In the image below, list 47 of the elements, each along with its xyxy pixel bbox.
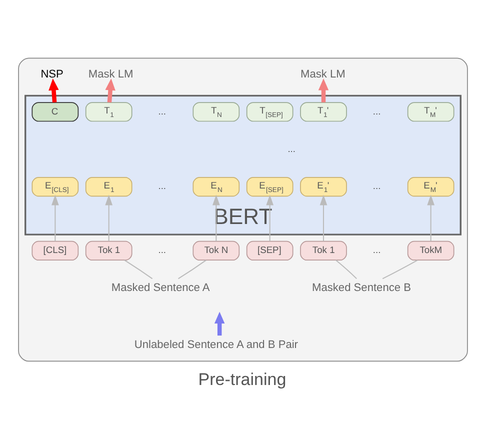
label: ... xyxy=(158,106,166,116)
node-text: Masked Sentence A xyxy=(111,282,210,294)
connector xyxy=(382,259,418,279)
node-box: E$_{N}$ xyxy=(192,176,240,196)
node-box: T$_{N}$ xyxy=(192,102,240,122)
arrow xyxy=(266,194,274,241)
node-text: Masked Sentence B xyxy=(312,282,412,294)
connector xyxy=(124,259,153,279)
arrow xyxy=(318,78,329,102)
label: ... xyxy=(372,106,381,116)
node-box: E$_{[CLS]}$ xyxy=(32,176,79,196)
label: ... xyxy=(288,143,296,154)
node-text: Mask LM xyxy=(88,68,134,80)
node-box: [SEP] xyxy=(246,240,294,260)
label: ... xyxy=(158,244,166,255)
node-box: C xyxy=(32,102,79,122)
node-box: Tok 1 xyxy=(85,240,132,260)
caption: Pre-training xyxy=(198,370,286,389)
arrow xyxy=(105,78,116,102)
node-text: Unlabeled Sentence A and B Pair xyxy=(134,338,298,350)
node-box: T$_{[SEP]}$ xyxy=(246,102,294,122)
label: ... xyxy=(158,180,166,191)
arrow xyxy=(105,194,113,241)
node-box: [CLS] xyxy=(32,240,79,260)
node-box: T$_{1}$ xyxy=(85,102,132,122)
arrow xyxy=(427,194,435,241)
arrow xyxy=(212,194,220,241)
node-text: Mask LM xyxy=(300,68,346,80)
label: ... xyxy=(372,180,381,191)
node-box: Tok 1 xyxy=(300,240,347,260)
node-box: TokM xyxy=(407,240,454,260)
arrow xyxy=(51,194,59,241)
node-box: E$_{1}$ xyxy=(85,176,132,196)
node-text: NSP xyxy=(40,68,64,80)
node-box: T$_{1}$' xyxy=(300,102,347,122)
node-box: E$_{1}$' xyxy=(300,176,347,196)
cluster xyxy=(18,57,468,362)
node-box: Tok N xyxy=(192,240,240,260)
connector xyxy=(178,259,206,279)
arrow xyxy=(320,194,328,241)
node-box: E$_{[SEP]}$ xyxy=(246,176,294,196)
arrow xyxy=(214,311,225,336)
node-box: T$_{M}$' xyxy=(407,102,454,122)
arrow xyxy=(48,78,59,102)
label: ... xyxy=(372,244,381,255)
node-box: E$_{M}$' xyxy=(407,176,454,196)
connector xyxy=(336,259,357,279)
